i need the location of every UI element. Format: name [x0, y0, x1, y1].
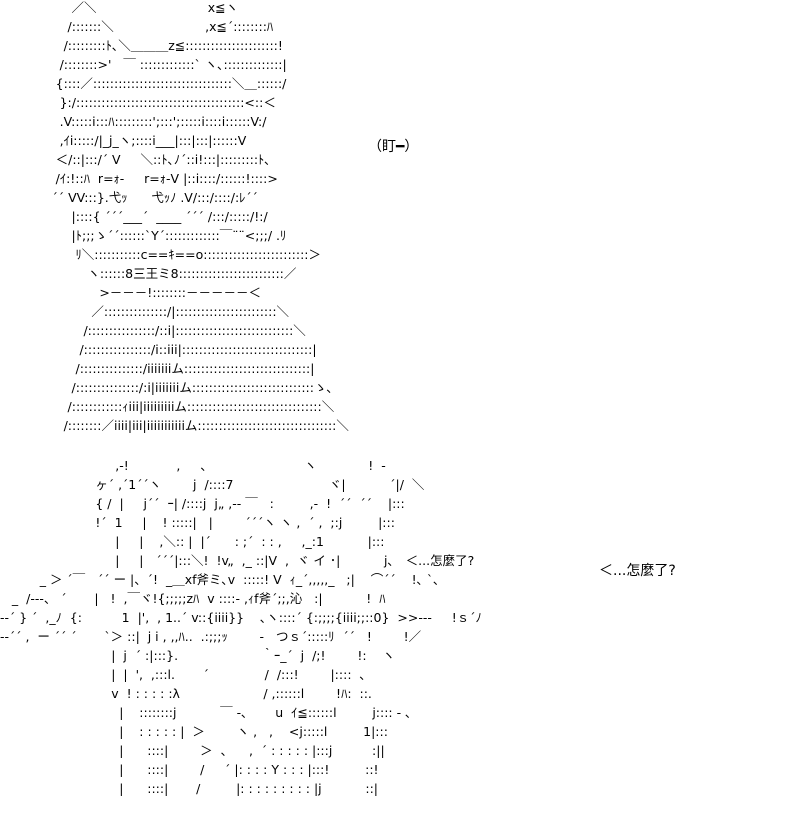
- bottom-art-line: | | ´´´|:::＼! !v„ ,_ ::|V , ヾ イ ･| j､ ＜.…: [0, 553, 475, 568]
- top-art-line: >－－－!::::::::－－－－－＜: [0, 285, 262, 300]
- top-art-line: /::::::::::::::::/i::iii|:::::::::::::::…: [0, 342, 317, 357]
- bottom-art-line: !´ 1 | ! :::::| | ´´´ヽ ヽ , ´ , ;:j |:::: [0, 515, 395, 530]
- top-art-line: /::::::::／iiii|iii|iiiiiiiiiiiム:::::::::…: [0, 418, 349, 433]
- bottom-speech-text: ＜...怎麼了?: [599, 563, 676, 579]
- top-art-line: .V:::::i:::ﾊ:::::::::';:::';:::::i::::i:…: [0, 114, 267, 129]
- bottom-art-line: | ::::| ＞ 、 , ´ : : : : : |:::j :||: [0, 743, 385, 758]
- bottom-art-line: _ ＞ ´￣ ´´ ー |、´! _＿xf斧ミ､v :::::! V ｨ_´,,…: [0, 572, 440, 587]
- bottom-art-line: | | ', ,:::l. ´ / /:::! |:::: ､: [0, 667, 366, 682]
- top-ascii-art: ／＼ x≦ヽ /:::::::＼ ,x≦´::::::::ﾊ /::::::::…: [0, 0, 349, 433]
- top-art-line: /:::::::＼ ,x≦´::::::::ﾊ: [0, 19, 274, 34]
- bottom-art-line: ヶ´ ,´1´´ヽ j /::::7 ヾ| ´|/ ＼: [0, 477, 425, 492]
- bottom-art-line: | j ´ :|:::}. ｀ｰ_´ j /;! !: ヽ: [0, 648, 395, 663]
- top-art-line: /::::::::::::::::/::i|::::::::::::::::::…: [0, 323, 306, 338]
- top-art-line: ／:::::::::::::::/|::::::::::::::::::::::…: [0, 304, 290, 319]
- bottom-art-line: | ::::| / ´ |: : : : Y : : : |:::! ::!: [0, 762, 379, 777]
- top-art-line: ´´ VV:::}.弋ｯ 弋ｯﾉ .V/:::/::::/:ﾚ´´: [0, 190, 258, 205]
- top-art-line: /::::::::::::ｨiii|iiiiiiiiiム::::::::::::…: [0, 399, 335, 414]
- top-art-line: /:::::::::::::::/:i|iiiiiiiム::::::::::::…: [0, 380, 333, 395]
- bottom-art-line: | | ,＼:: | |´ : ;´ : : , ,_:1 |:::: [0, 534, 385, 549]
- bottom-art-line: _ /-‐-、 ´ | ! ,￣ヾ!{;;;;;zﾊ v ::::‐ ,ｨf斧´…: [0, 591, 386, 606]
- top-art-line: /:::::::::::::::/iiiiiiiム:::::::::::::::…: [0, 361, 315, 376]
- top-art-line: ／＼ x≦ヽ: [0, 0, 239, 15]
- bottom-art-line: | ::::::::j ￣ -､ u ｲ≦::::::l j:::: - ､: [0, 705, 412, 720]
- bottom-art-line: | : : : : : | ＞ ヽ , , <j:::::l 1|:::: [0, 724, 388, 739]
- top-art-line: {::::／:::::::::::::::::::::::::::::::::＼…: [0, 76, 287, 91]
- bottom-art-line: ,-! , 、 ヽ ! -: [0, 458, 386, 473]
- top-speech-text: （盯━）: [368, 139, 419, 155]
- bottom-art-line: v ! : : : : :λ / ,::::::l !ﾊ: ::.: [0, 686, 372, 701]
- top-art-line: /::::::::>' ￣ :::::::::::::` ヽ､:::::::::…: [0, 57, 287, 72]
- bottom-ascii-art: ,-! , 、 ヽ ! - ヶ´ ,´1´´ヽ j /::::7 ヾ| ´|/ …: [0, 458, 800, 814]
- bottom-art-line: { / | j´´ ｰ| /::::j j„ ,-‐ ￣ : ,- ! ´´ ´…: [0, 496, 405, 511]
- top-art-line: /:::::::::ﾄ､＼＿＿＿z≦::::::::::::::::::::::…: [0, 38, 283, 53]
- top-art-line: |ﾄ;;;ゝ´´::::::`Y´:::::::::::::￣¨¨<;;;/ .…: [0, 228, 287, 243]
- bottom-art-line: | ::::| / |: : : : : : : : : |j ::|: [0, 781, 378, 796]
- top-art-line: ＜/::|:::/´ V ＼::ﾄ､ﾉ´::i!:::|:::::::::ﾄ､: [0, 152, 271, 167]
- bottom-art-line: ‐‐´ } ´ ,_ﾉ {: 1 |', , 1..´ v::{iiii}} ､…: [0, 610, 482, 625]
- top-art-line: }:/:::::::::::::::::::::::::::::::::::::…: [0, 95, 276, 110]
- top-art-line: ヽ::::::8三王ミ8:::::::::::::::::::::::::／: [0, 266, 297, 281]
- top-art-line: ,ｲi:::::/|_j_ヽ;::::i___|:::|:::|::::::V: [0, 133, 247, 148]
- bottom-art-line: ‐‐´´ , ー ´´ ´ `＞ ::| j i , ,,ﾊ.. .:;;;ｯ …: [0, 629, 422, 644]
- top-art-line: /ｲ:!::ﾊ r=ｫ- r=ｫ-V |::i::::/::::::!::::>: [0, 171, 278, 186]
- top-art-line: ﾘ＼:::::::::::c==ｷ==o::::::::::::::::::::…: [0, 247, 322, 262]
- top-art-line: |::::{ ´´´___´ ____ ´´´ /:::/:::::/!:/: [0, 209, 268, 224]
